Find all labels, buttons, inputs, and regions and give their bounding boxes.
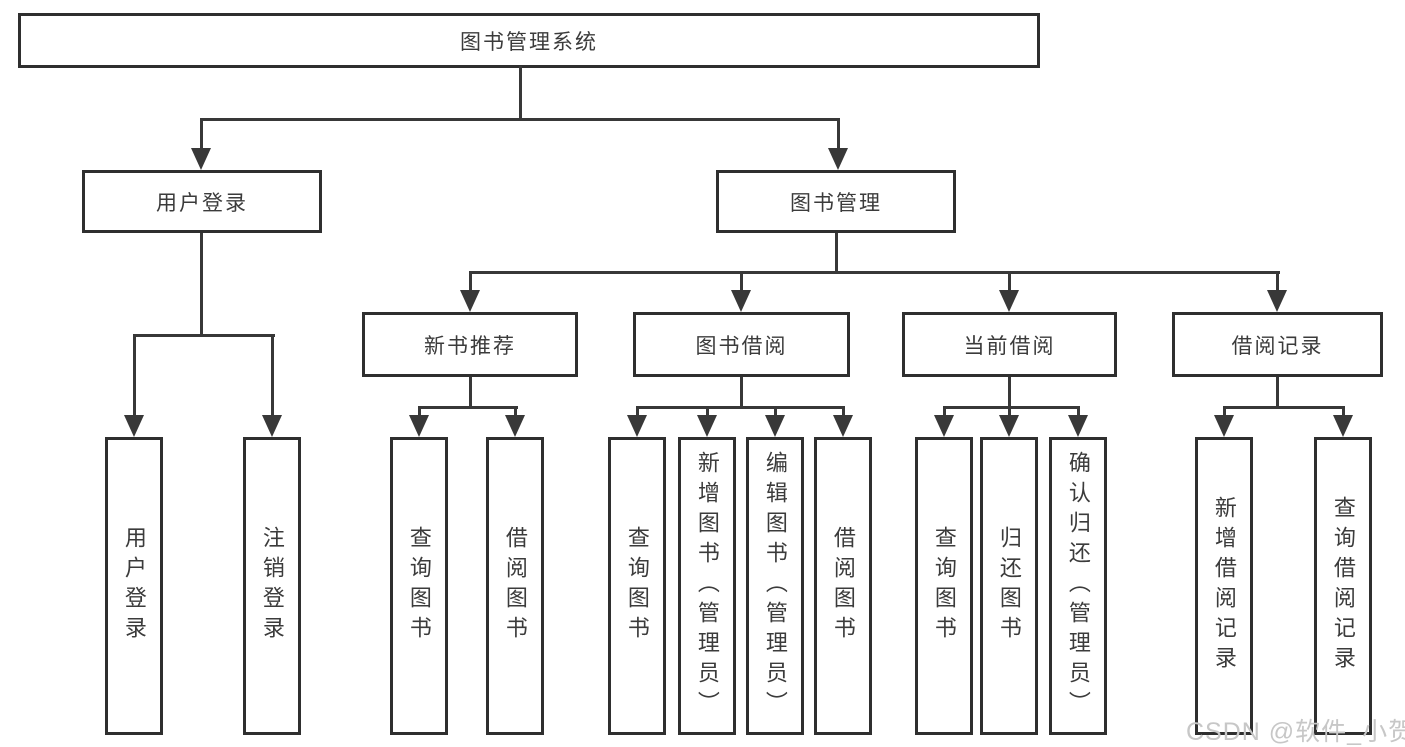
connector-line — [1008, 406, 1011, 418]
connector-line — [943, 406, 1080, 409]
connector-line — [1342, 406, 1345, 418]
connector-line — [1223, 406, 1345, 409]
arrowhead-down — [828, 148, 848, 170]
arrowhead-down — [697, 415, 717, 437]
arrowhead-down — [124, 415, 144, 437]
node-label: 用户登录 — [121, 526, 147, 646]
node-label: 新增图书（管理员） — [694, 451, 720, 721]
connector-line — [514, 406, 517, 418]
connector-line — [418, 406, 421, 418]
leaf-bb-borrow-books: 借阅图书 — [814, 437, 872, 735]
node-label: 借阅记录 — [1231, 334, 1324, 358]
arrowhead-down — [999, 290, 1019, 312]
connector-line — [842, 406, 845, 418]
node-label: 查询图书 — [624, 526, 650, 646]
connector-line — [740, 377, 743, 409]
node-label: 图书借阅 — [695, 334, 788, 358]
leaf-br-query-record: 查询借阅记录 — [1314, 437, 1372, 735]
arrowhead-down — [765, 415, 785, 437]
leaf-nb-query-books: 查询图书 — [390, 437, 448, 735]
node-borrow-records: 借阅记录 — [1172, 312, 1383, 377]
connector-line — [636, 406, 639, 418]
node-book-management: 图书管理 — [716, 170, 956, 233]
arrowhead-down — [731, 290, 751, 312]
connector-line — [1276, 377, 1279, 409]
node-new-book-recommend: 新书推荐 — [362, 312, 578, 377]
node-label: 注销登录 — [259, 526, 285, 646]
connector-line — [469, 271, 472, 292]
node-root: 图书管理系统 — [18, 13, 1040, 68]
node-label: 确认归还（管理员） — [1065, 451, 1091, 721]
connector-line — [469, 271, 1280, 274]
arrowhead-down — [262, 415, 282, 437]
node-label: 新书推荐 — [424, 334, 516, 358]
node-label: 借阅图书 — [502, 526, 528, 646]
node-label: 查询图书 — [406, 526, 432, 646]
leaf-cb-query-books: 查询图书 — [915, 437, 973, 735]
connector-line — [1077, 406, 1080, 418]
connector-line — [418, 406, 518, 409]
node-user-login: 用户登录 — [82, 170, 322, 233]
connector-line — [133, 334, 275, 337]
arrowhead-down — [833, 415, 853, 437]
connector-line — [519, 66, 522, 121]
connector-line — [1008, 377, 1011, 409]
arrowhead-down — [1068, 415, 1088, 437]
leaf-bb-edit-books-admin: 编辑图书（管理员） — [746, 437, 804, 735]
node-label: 图书管理系统 — [460, 30, 598, 54]
connector-line — [943, 406, 946, 418]
leaf-cb-return-books: 归还图书 — [980, 437, 1038, 735]
node-label: 新增借阅记录 — [1211, 496, 1237, 676]
arrowhead-down — [505, 415, 525, 437]
arrowhead-down — [1333, 415, 1353, 437]
connector-line — [1276, 271, 1279, 292]
node-label: 查询借阅记录 — [1330, 496, 1356, 676]
arrowhead-down — [627, 415, 647, 437]
arrowhead-down — [1267, 290, 1287, 312]
arrowhead-down — [191, 148, 211, 170]
node-label: 当前借阅 — [963, 334, 1056, 358]
arrowhead-down — [934, 415, 954, 437]
connector-line — [1223, 406, 1226, 418]
connector-line — [706, 406, 709, 418]
node-book-borrow: 图书借阅 — [633, 312, 850, 377]
node-label: 归还图书 — [996, 526, 1022, 646]
arrowhead-down — [460, 290, 480, 312]
connector-line — [774, 406, 777, 418]
leaf-logout: 注销登录 — [243, 437, 301, 735]
connector-line — [200, 118, 840, 121]
leaf-nb-borrow-books: 借阅图书 — [486, 437, 544, 735]
leaf-br-add-record: 新增借阅记录 — [1195, 437, 1253, 735]
leaf-bb-query-books: 查询图书 — [608, 437, 666, 735]
connector-line — [200, 118, 203, 150]
node-label: 查询图书 — [931, 526, 957, 646]
node-label: 用户登录 — [156, 191, 248, 215]
connector-line — [835, 233, 838, 274]
watermark: CSDN @软件_小贺同学 — [1186, 718, 1405, 746]
connector-line — [636, 406, 845, 409]
node-label: 图书管理 — [790, 191, 882, 215]
arrowhead-down — [999, 415, 1019, 437]
arrowhead-down — [409, 415, 429, 437]
leaf-user-login: 用户登录 — [105, 437, 163, 735]
arrowhead-down — [1214, 415, 1234, 437]
node-current-borrow: 当前借阅 — [902, 312, 1117, 377]
connector-line — [271, 334, 274, 417]
connector-line — [469, 377, 472, 409]
node-label: 编辑图书（管理员） — [762, 451, 788, 721]
leaf-bb-add-books-admin: 新增图书（管理员） — [678, 437, 736, 735]
connector-line — [740, 271, 743, 292]
node-label: 借阅图书 — [830, 526, 856, 646]
connector-line — [133, 334, 136, 417]
connector-line — [837, 118, 840, 150]
leaf-cb-confirm-return-admin: 确认归还（管理员） — [1049, 437, 1107, 735]
connector-line — [1008, 271, 1011, 292]
connector-line — [200, 233, 203, 336]
